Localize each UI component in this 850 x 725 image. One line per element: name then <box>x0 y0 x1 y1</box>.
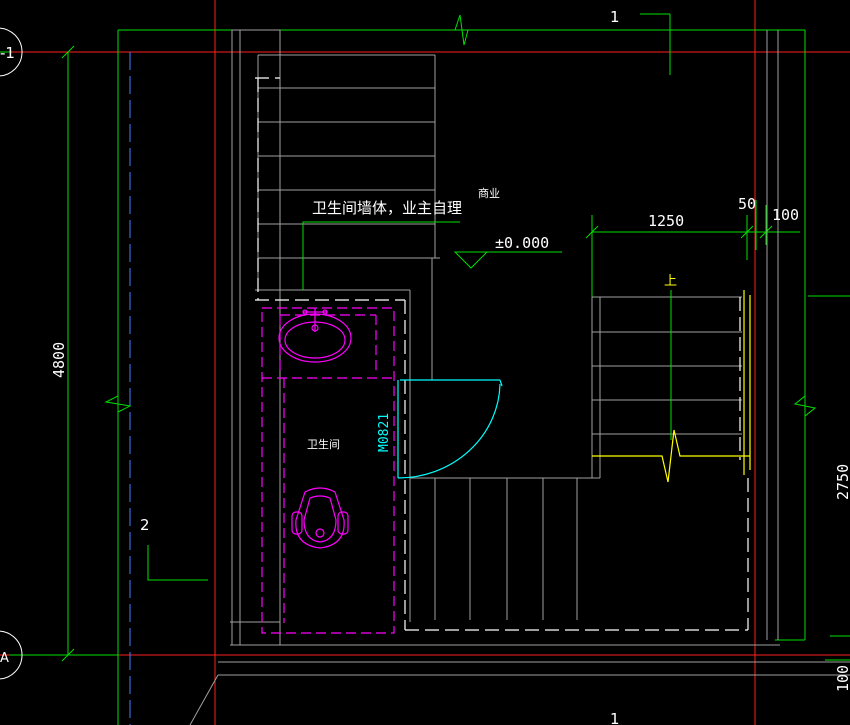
axis-label-2: 2 <box>140 516 150 534</box>
elevation-label: ±0.000 <box>495 234 549 252</box>
room-label-shop: 商业 <box>478 186 500 200</box>
stair-bottom-treads <box>434 478 578 620</box>
stair-handrail <box>592 290 751 483</box>
dimension-left <box>61 45 75 662</box>
squat-toilet-icon <box>291 487 349 549</box>
dimension-text-100-bottom: 100 <box>834 665 850 692</box>
break-line-left <box>104 390 132 413</box>
stair-upper-treads <box>257 54 436 290</box>
door-swing <box>397 379 503 479</box>
stair-right-treads <box>591 296 742 478</box>
dimension-text-100-top: 100 <box>772 206 799 224</box>
stair-up-label: 上 <box>664 274 677 289</box>
dimension-right <box>808 295 850 661</box>
dimension-text-2750: 2750 <box>834 464 850 500</box>
dimension-text-1250: 1250 <box>648 212 684 230</box>
outer-walls <box>0 13 806 725</box>
dimension-top-right <box>585 200 800 300</box>
inner-walls <box>189 29 850 725</box>
axis-label-bottom: 1 <box>610 710 620 725</box>
dimension-text-4800: 4800 <box>50 342 68 378</box>
room-label-toilet: 卫生间 <box>307 437 340 451</box>
dashed-outlines <box>255 77 749 631</box>
axis-label-top: 1 <box>610 8 620 26</box>
axis-label-left-bottom: A <box>0 651 9 666</box>
break-line-right <box>793 380 817 640</box>
axis-bubbles <box>0 27 23 680</box>
dimension-text-50: 50 <box>738 195 756 213</box>
door-code-label: M0821 <box>377 413 392 452</box>
note-toilet-wall: 卫生间墙体，业主自理 <box>312 199 462 217</box>
axis-label-left-top: -1 <box>0 44 15 62</box>
washbasin-icon <box>278 308 352 363</box>
break-line-top <box>380 14 620 46</box>
toilet-room-outline <box>261 307 395 634</box>
leaders <box>302 221 672 440</box>
axis-2-leader <box>147 545 208 581</box>
